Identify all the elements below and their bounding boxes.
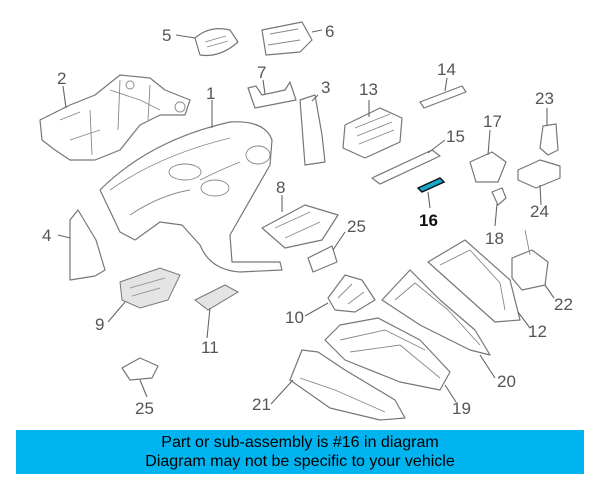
callout-6: 6 (325, 22, 334, 41)
callout-20: 20 (497, 372, 516, 391)
callout-4: 4 (42, 226, 51, 245)
part-12-center-console (427, 239, 521, 323)
callout-25-upper: 25 (347, 217, 366, 236)
part-17-switch-panel (469, 151, 507, 183)
part-7-bracket (247, 81, 297, 109)
part-2-crossmember (39, 74, 191, 161)
info-banner: Part or sub-assembly is #16 in diagram D… (0, 430, 600, 480)
callout-13: 13 (359, 80, 378, 99)
callout-24: 24 (530, 202, 549, 221)
part-1-dashboard (99, 121, 283, 273)
callout-2: 2 (57, 69, 66, 88)
callout-11: 11 (201, 338, 219, 357)
callout-15: 15 (446, 127, 465, 146)
callout-5: 5 (162, 26, 171, 45)
callout-21: 21 (252, 395, 271, 414)
part-8-lower-panel (261, 204, 339, 249)
callout-22: 22 (554, 295, 573, 314)
parts-diagram: 5 6 7 3 1 2 13 14 15 16 17 18 23 24 4 8 … (39, 21, 573, 421)
callout-12: 12 (528, 322, 547, 341)
info-banner-box: Part or sub-assembly is #16 in diagram D… (16, 430, 584, 474)
callout-7: 7 (257, 63, 266, 82)
callout-10: 10 (285, 308, 304, 327)
part-22-shifter (511, 229, 549, 291)
part-5-vent (194, 28, 239, 57)
part-11-bracket (194, 284, 240, 311)
part-25-bracket-lower (121, 357, 159, 381)
leader-lines (57, 29, 555, 405)
part-24-tray (517, 159, 561, 189)
part-25-bracket-upper (307, 245, 338, 273)
callout-17: 17 (483, 112, 502, 131)
banner-line-2: Diagram may not be specific to your vehi… (145, 453, 455, 470)
callout-23: 23 (535, 89, 554, 108)
callout-9: 9 (95, 315, 104, 334)
part-20-console-side (381, 269, 491, 356)
part-4-end-panel (69, 209, 106, 281)
part-6-module (261, 21, 313, 56)
part-16-highlighted (416, 177, 446, 193)
part-23-shift-knob (539, 123, 559, 156)
callout-8: 8 (276, 178, 285, 197)
part-9-knee-bolster (119, 267, 181, 309)
part-14-trim-strip (419, 85, 467, 109)
part-10-console-bracket (327, 274, 376, 313)
callout-19: 19 (452, 399, 471, 418)
part-21-trim-panel (289, 349, 406, 421)
callout-14: 14 (437, 60, 456, 79)
part-3-end-panel (299, 94, 326, 166)
callout-18: 18 (485, 229, 504, 248)
part-15-trim (371, 149, 441, 185)
callout-1: 1 (206, 84, 215, 103)
part-19-floor-console (324, 317, 451, 391)
part-13-center-vent (342, 107, 403, 159)
callout-25-lower: 25 (135, 399, 154, 418)
callout-16: 16 (419, 211, 438, 230)
callout-3: 3 (321, 78, 330, 97)
banner-line-1: Part or sub-assembly is #16 in diagram (161, 434, 439, 451)
part-18-connector (491, 187, 507, 206)
